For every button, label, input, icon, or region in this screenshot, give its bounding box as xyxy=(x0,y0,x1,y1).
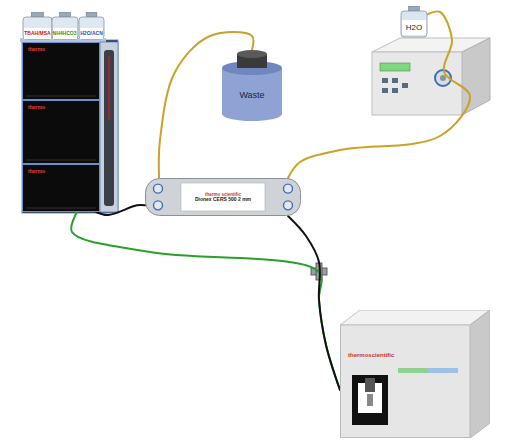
pump-side xyxy=(462,38,490,115)
device-label: NH4HCO3 xyxy=(53,31,77,37)
lc-module: thermo xyxy=(22,42,100,100)
device-label: Dionex CERS 500 2 mm xyxy=(195,197,251,203)
reagent-bottle: NH4HCO3 xyxy=(51,12,79,40)
pump-button xyxy=(392,88,398,93)
pump-button xyxy=(392,78,398,83)
pump-front xyxy=(372,52,462,115)
device-label: H2O xyxy=(406,23,422,32)
text-block: thermo xyxy=(28,47,45,53)
device-label: Waste xyxy=(239,90,264,100)
column-compartment xyxy=(100,42,118,212)
water-bottle-outline xyxy=(400,6,428,38)
text-block: H2O xyxy=(400,23,428,32)
waste-container-outline xyxy=(222,50,282,122)
water-bottle: H2O xyxy=(400,6,428,38)
lc-module: thermo xyxy=(22,100,100,164)
tubing-connector xyxy=(288,11,470,178)
tubing-connector xyxy=(96,205,145,215)
waste-container: Waste xyxy=(222,50,282,122)
lc-stack xyxy=(22,40,118,213)
device-label: thermo xyxy=(28,105,45,111)
text-block: thermoscientific xyxy=(348,352,394,359)
device-label: TBAH/MSA xyxy=(24,31,50,37)
text-block: thermo scientificDionex CERS 500 2 mm xyxy=(145,192,301,203)
text-block: thermo xyxy=(28,105,45,111)
pump-display xyxy=(380,63,410,71)
suppressor-device: thermo scientificDionex CERS 500 2 mm xyxy=(145,178,301,216)
device-label: thermo xyxy=(28,169,45,175)
pump-port xyxy=(440,75,446,81)
column-tubing xyxy=(108,56,109,120)
device-label: thermoscientific xyxy=(348,352,394,359)
mass-spectrometer: thermoscientific xyxy=(340,310,490,438)
pump-button xyxy=(382,78,388,83)
text-block: NH4HCO3 xyxy=(51,31,79,37)
tubing-connector xyxy=(71,212,340,390)
device-label: H2O/ACN xyxy=(80,31,103,37)
reagent-bottle: H2O/ACN xyxy=(78,12,105,40)
mass-spectrometer-outline xyxy=(340,310,490,438)
pump-button xyxy=(402,83,408,88)
reagent-bottle: TBAH/MSA xyxy=(22,12,53,40)
pump-button xyxy=(382,88,388,93)
text-block: H2O/ACN xyxy=(78,31,105,37)
lc-module: thermo xyxy=(22,164,100,212)
text-block: thermo xyxy=(28,169,45,175)
tubing-connector xyxy=(288,216,340,390)
lc-column xyxy=(104,50,114,206)
text-block: TBAH/MSA xyxy=(22,31,53,37)
text-block: Waste xyxy=(222,90,282,100)
device-label: thermo xyxy=(28,47,45,53)
